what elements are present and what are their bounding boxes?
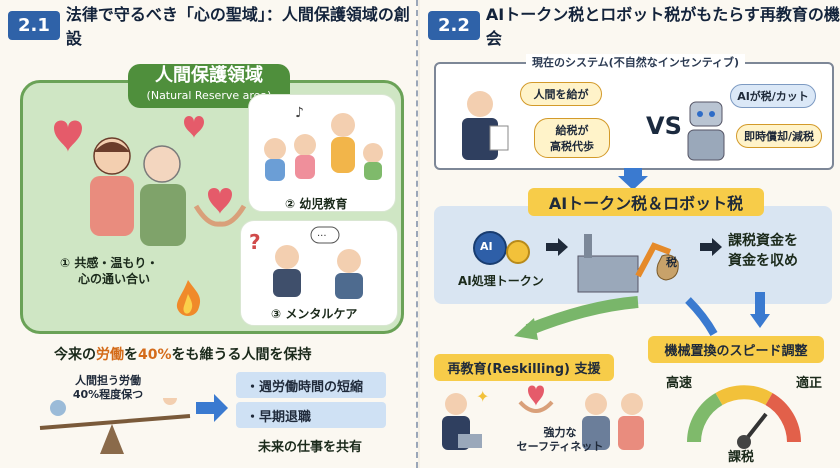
hands-heart-icon [193, 188, 247, 227]
caregiver-illustration [54, 116, 204, 246]
section-badge-2-2: 2.2 [428, 10, 480, 40]
item-empathy-line1: ① 共感・温もり・ [60, 256, 159, 270]
protected-area-title: 人間保護領域 (Natural Reserve area) [128, 64, 290, 108]
tax-bag-label: 税 [666, 256, 677, 269]
factory-robot-illustration [577, 234, 679, 293]
bubble-depreciation: 即時償却/減税 [736, 124, 822, 148]
scale-label-line1: 人間担う労働 [75, 374, 141, 387]
bullet-shorter-hours: ・週労働時間の短縮 [236, 372, 386, 398]
question-icon: ? [249, 230, 261, 254]
item-early-education: ② 幼児教育 [285, 197, 348, 211]
ai-token-label: AI処理トークン [458, 274, 544, 288]
area-subtitle-text: (Natural Reserve area) [146, 89, 272, 102]
funds-line2: 資金を収め [728, 253, 798, 269]
statement-prefix: 今来の [54, 347, 96, 363]
music-note-icon: ♪ [295, 105, 304, 121]
businessman-illustration [462, 91, 509, 160]
gauge-fast-label: 高速 [666, 376, 693, 391]
current-system-box: 現在のシステム(不自然なインセンティブ) 人間を給が 給税が 高税代歩 VS A… [434, 54, 834, 170]
funds-line1: 課税資金を [728, 233, 798, 249]
scale-label-line2: 40%程度保つ [72, 388, 144, 401]
bullet-early-retirement: ・早期退職 [236, 402, 386, 428]
heart-icon [54, 120, 82, 152]
ai-token-coins [473, 231, 530, 265]
left-section-title: 法律で守るべき「心の聖域」：人間保護領域の創設 [65, 5, 410, 48]
bubble-ai-tax-cut: AIが税/カット [730, 84, 816, 108]
versus-label: VS [646, 112, 682, 140]
safety-net-line1: 強力な [543, 426, 577, 439]
gauge-appropriate-label: 適正 [796, 376, 823, 391]
item-mental-care: ③ メンタルケア [271, 307, 358, 321]
arrow-right-icon [546, 238, 568, 256]
item-empathy-line2: 心の通い合い [78, 272, 151, 286]
children-illustration: ♪ [264, 105, 383, 181]
left-panel: 2.1 法律で守るべき「心の聖域」：人間保護領域の創設 人間保護領域 (Natu… [0, 0, 418, 468]
gauge-tax-label: 課税 [728, 450, 755, 465]
mental-care-card: ? ··· ③ メンタルケア [240, 220, 398, 326]
reskilling-support-label: 再教育(Reskilling) 支援 [434, 354, 614, 381]
statement-labor: 労働 [96, 347, 124, 363]
fire-icon [176, 280, 201, 316]
safety-net-line2: セーフティネット [516, 440, 604, 453]
right-header: 2.2 AIトークン税とロボット税がもたらす再教育の機会 [428, 5, 840, 48]
arrow-down-icon [750, 292, 770, 328]
arrow-right-icon [196, 394, 228, 422]
robot-icon [687, 101, 725, 161]
bubble-human-wage: 人間を給が [520, 82, 602, 106]
section-badge-2-1: 2.1 [8, 10, 60, 40]
early-education-card: ♪ ② 幼児教育 [248, 94, 396, 212]
area-title-text: 人間保護領域 [155, 65, 263, 86]
arrow-right-icon [700, 238, 722, 256]
speed-gauge [687, 385, 801, 449]
future-work-text: 未来の仕事を共有 [258, 440, 363, 455]
tax-flow-box: AI AI処理トークン 税 課税資金を 資金を収め [434, 206, 832, 304]
speech-dots-icon: ··· [317, 231, 327, 242]
statement-mid: を [124, 347, 138, 363]
replacement-speed-label: 機械置換のスピード調整 [648, 336, 824, 363]
labor-retention-statement: 今来の労働を40%をも維うる人間を保持 [54, 344, 312, 364]
ai-coin-label: AI [480, 240, 493, 253]
counseling-illustration: ? ··· [249, 226, 363, 299]
right-panel: 2.2 AIトークン税とロボット税がもたらす再教育の機会 現在のシステム(不自然… [420, 0, 840, 468]
reskilling-illustration: ✦ [442, 385, 644, 450]
bubble-payroll-tax: 給税が 高税代歩 [534, 118, 610, 158]
lightbulb-icon: ✦ [476, 387, 489, 406]
left-header: 2.1 法律で守るべき「心の聖域」：人間保護領域の創設 [8, 5, 416, 48]
arrow-down-icon [618, 168, 648, 190]
ai-robot-tax-banner: AIトークン税＆ロボット税 [528, 188, 764, 216]
balance-scale-illustration [39, 398, 191, 454]
statement-suffix: をも維うる人間を保持 [171, 347, 312, 363]
current-system-title: 現在のシステム(不自然なインセンティブ) [526, 54, 746, 70]
right-section-title: AIトークン税とロボット税がもたらす再教育の機会 [485, 5, 840, 48]
statement-percent: 40% [138, 347, 172, 363]
money-flow-arrows [514, 296, 718, 340]
